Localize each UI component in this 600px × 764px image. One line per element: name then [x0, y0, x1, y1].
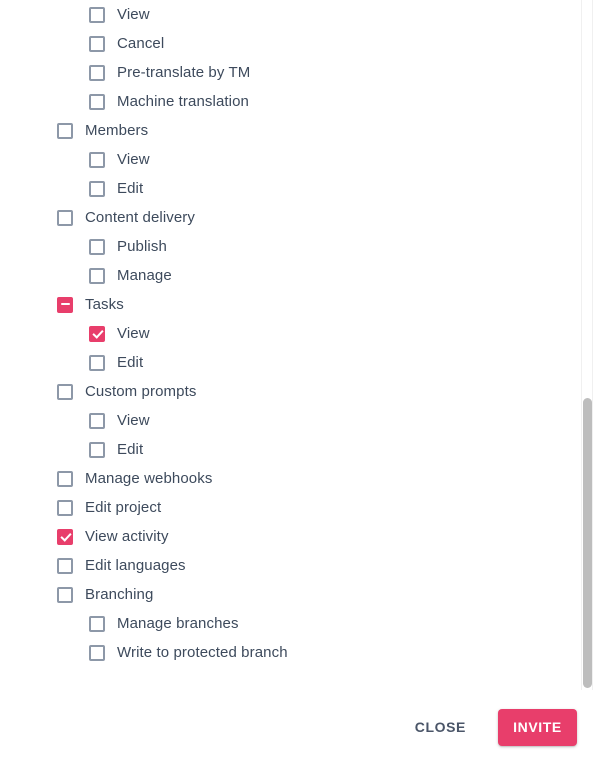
checkbox-unchecked-icon[interactable]	[57, 499, 73, 516]
checkbox-unchecked-icon[interactable]	[89, 267, 105, 284]
permission-row[interactable]: Manage webhooks	[0, 464, 600, 493]
permission-label: Branching	[85, 585, 154, 603]
permission-label: Write to protected branch	[117, 643, 288, 661]
permission-row[interactable]: Edit project	[0, 493, 600, 522]
permission-label: Pre-translate by TM	[117, 63, 251, 81]
permission-label: View	[117, 150, 150, 168]
permission-label: Tasks	[85, 295, 124, 313]
permission-label: View	[117, 411, 150, 429]
permission-label: View activity	[85, 527, 169, 545]
permission-row[interactable]: View	[0, 406, 600, 435]
permission-row[interactable]: Members	[0, 116, 600, 145]
checkbox-unchecked-icon[interactable]	[89, 441, 105, 458]
checkbox-checked-icon[interactable]	[89, 325, 105, 342]
checkbox-unchecked-icon[interactable]	[57, 209, 73, 226]
checkbox-unchecked-icon[interactable]	[89, 151, 105, 168]
permission-row[interactable]: Content delivery	[0, 203, 600, 232]
permission-label: View	[117, 5, 150, 23]
checkbox-unchecked-icon[interactable]	[89, 35, 105, 52]
permission-label: Edit	[117, 353, 144, 371]
permission-label: Custom prompts	[85, 382, 197, 400]
checkbox-unchecked-icon[interactable]	[89, 64, 105, 81]
permission-label: Edit languages	[85, 556, 186, 574]
permission-row[interactable]: Custom prompts	[0, 377, 600, 406]
permission-label: Members	[85, 121, 149, 139]
checkbox-unchecked-icon[interactable]	[89, 93, 105, 110]
permission-row[interactable]: Edit	[0, 174, 600, 203]
permission-label: Machine translation	[117, 92, 249, 110]
checkbox-unchecked-icon[interactable]	[57, 383, 73, 400]
permission-row[interactable]: Write to protected branch	[0, 638, 600, 667]
checkbox-checked-icon[interactable]	[57, 528, 73, 545]
checkbox-unchecked-icon[interactable]	[89, 238, 105, 255]
permission-row[interactable]: View	[0, 145, 600, 174]
checkbox-unchecked-icon[interactable]	[89, 644, 105, 661]
permission-label: Manage webhooks	[85, 469, 213, 487]
vertical-scrollbar-track[interactable]	[581, 0, 593, 690]
checkbox-unchecked-icon[interactable]	[89, 615, 105, 632]
permission-row[interactable]: Publish	[0, 232, 600, 261]
permission-label: Manage	[117, 266, 172, 284]
permission-row[interactable]: Edit	[0, 435, 600, 464]
invite-button[interactable]: INVITE	[498, 708, 577, 746]
checkbox-unchecked-icon[interactable]	[89, 412, 105, 429]
permission-row[interactable]: Manage	[0, 261, 600, 290]
permission-row[interactable]: Manage branches	[0, 609, 600, 638]
permission-label: Manage branches	[117, 614, 239, 632]
permission-label: Edit project	[85, 498, 162, 516]
checkbox-indeterminate-icon[interactable]	[57, 296, 73, 313]
permission-row[interactable]: Edit	[0, 348, 600, 377]
permission-row[interactable]: Branching	[0, 580, 600, 609]
permission-label: Content delivery	[85, 208, 195, 226]
vertical-scrollbar-thumb[interactable]	[583, 398, 592, 688]
permission-label: View	[117, 324, 150, 342]
permission-row[interactable]: Edit languages	[0, 551, 600, 580]
permission-row[interactable]: Cancel	[0, 29, 600, 58]
permission-row[interactable]: View activity	[0, 522, 600, 551]
permission-label: Edit	[117, 179, 144, 197]
permission-row[interactable]: Pre-translate by TM	[0, 58, 600, 87]
permission-label: Cancel	[117, 34, 165, 52]
permission-row[interactable]: View	[0, 0, 600, 29]
close-button[interactable]: CLOSE	[401, 709, 480, 745]
checkbox-unchecked-icon[interactable]	[57, 586, 73, 603]
permission-row[interactable]: Machine translation	[0, 87, 600, 116]
checkbox-unchecked-icon[interactable]	[89, 354, 105, 371]
permission-row[interactable]: View	[0, 319, 600, 348]
checkbox-unchecked-icon[interactable]	[57, 557, 73, 574]
permission-label: Edit	[117, 440, 144, 458]
dialog-footer: CLOSE INVITE	[0, 690, 600, 764]
checkbox-unchecked-icon[interactable]	[57, 122, 73, 139]
checkbox-unchecked-icon[interactable]	[89, 180, 105, 197]
permission-label: Publish	[117, 237, 167, 255]
checkbox-unchecked-icon[interactable]	[89, 6, 105, 23]
permission-row[interactable]: Tasks	[0, 290, 600, 319]
checkbox-unchecked-icon[interactable]	[57, 470, 73, 487]
